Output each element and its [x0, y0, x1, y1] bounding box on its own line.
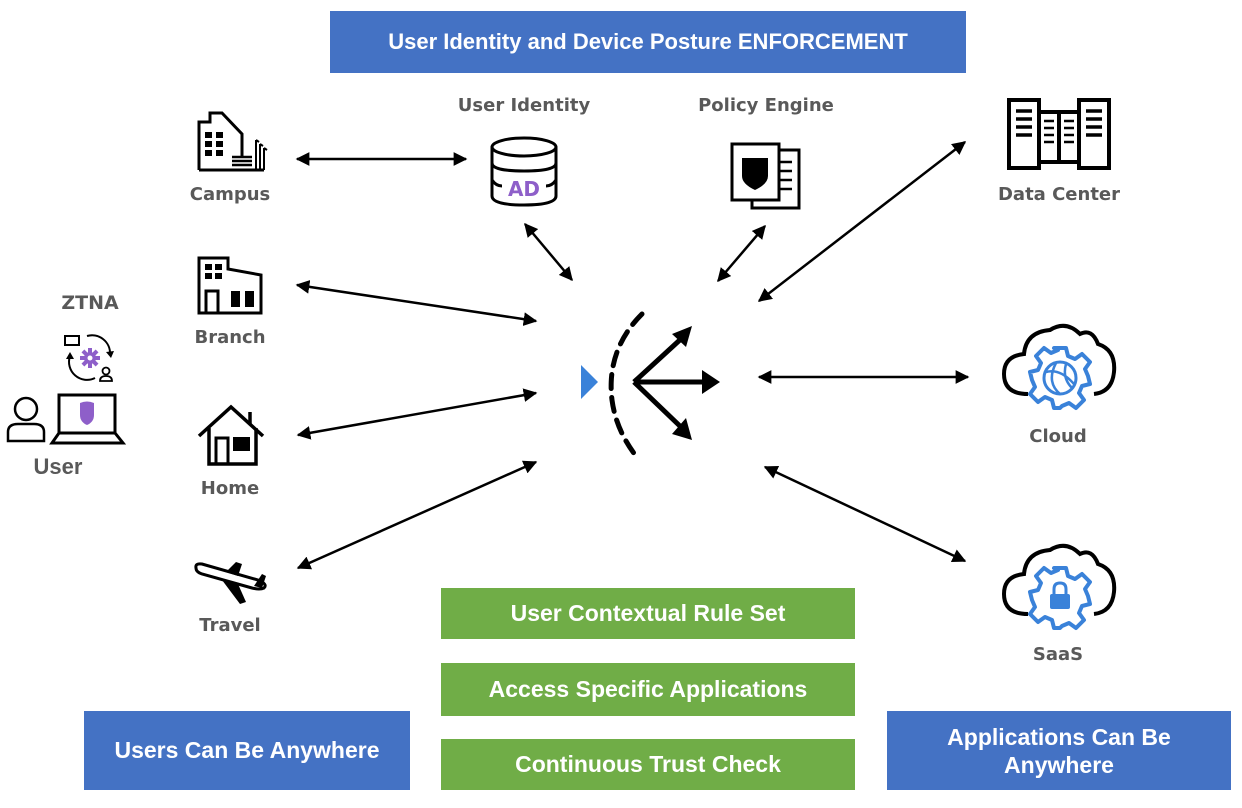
- apps-anywhere-text: Applications Can Be Anywhere: [947, 723, 1171, 778]
- ztna-label: ZTNA: [61, 292, 119, 314]
- service-label-user-identity: User Identity: [457, 95, 591, 116]
- enforcement-banner-text: User Identity and Device Posture ENFORCE…: [388, 29, 908, 54]
- rule-box-trust: Continuous Trust Check: [441, 739, 855, 790]
- branch-building-icon: [197, 256, 263, 315]
- laptop-shield-icon: [49, 393, 127, 445]
- arrow-gateway-datacenter: [757, 141, 967, 302]
- rule-box-contextual: User Contextual Rule Set: [441, 588, 855, 639]
- arrow-travel-gateway: [296, 460, 538, 570]
- arrow-identity-gateway: [524, 222, 573, 282]
- rule-text-2: Continuous Trust Check: [515, 751, 781, 777]
- ad-text: AD: [508, 177, 540, 201]
- app-label-data-center: Data Center: [997, 184, 1121, 205]
- database-ad-icon: AD: [490, 136, 558, 207]
- home-icon: [197, 404, 265, 466]
- airplane-icon: [194, 562, 267, 604]
- gateway-entry-triangle: [581, 365, 598, 399]
- rule-box-access: Access Specific Applications: [441, 663, 855, 716]
- location-label-travel: Travel: [199, 615, 261, 636]
- gateway-distribution-icon: [581, 311, 720, 459]
- location-label-campus: Campus: [189, 184, 271, 205]
- users-anywhere-text: Users Can Be Anywhere: [114, 737, 380, 763]
- arrow-gateway-saas: [763, 465, 967, 563]
- cloud-gear-lock-icon: [1001, 543, 1117, 630]
- rule-text-1: Access Specific Applications: [488, 676, 808, 702]
- users-anywhere-banner: Users Can Be Anywhere: [84, 711, 410, 790]
- user-person-icon: [6, 396, 46, 443]
- servers-icon: [1007, 98, 1111, 170]
- rule-text-0: User Contextual Rule Set: [510, 600, 786, 626]
- service-label-policy-engine: Policy Engine: [698, 95, 834, 116]
- app-label-saas: SaaS: [1032, 644, 1084, 665]
- arrow-home-gateway: [296, 388, 538, 440]
- location-label-home: Home: [200, 478, 260, 499]
- location-label-branch: Branch: [194, 327, 266, 348]
- apps-anywhere-banner: Applications Can Be Anywhere: [887, 711, 1231, 790]
- ztna-cycle-icon: [64, 334, 114, 382]
- arrow-policy-gateway: [717, 224, 766, 283]
- policy-document-shield-icon: [730, 142, 801, 210]
- user-label: User: [33, 454, 83, 479]
- campus-building-icon: [197, 111, 268, 172]
- enforcement-banner: User Identity and Device Posture ENFORCE…: [330, 11, 966, 73]
- app-label-cloud: Cloud: [1029, 426, 1087, 447]
- arrow-branch-gateway: [295, 280, 538, 326]
- cloud-gear-globe-icon: [1001, 323, 1117, 410]
